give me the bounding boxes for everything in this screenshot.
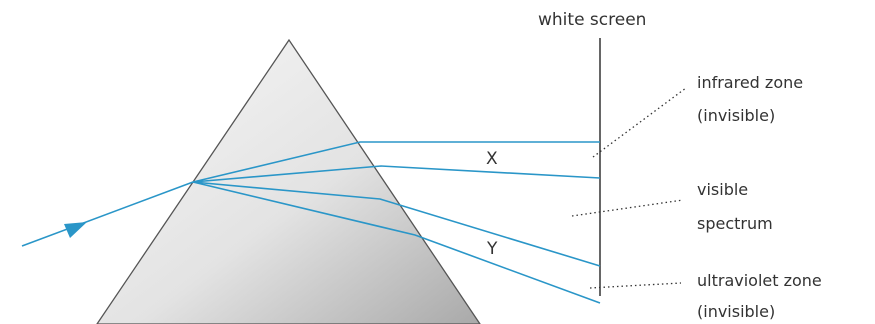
prism	[96, 38, 481, 324]
ray-visible-upper	[192, 165, 601, 183]
leader-visible	[571, 199, 684, 217]
infrared-label-line2: (invisible)	[697, 106, 775, 125]
zone-x-label: X	[486, 149, 498, 169]
leader-lines	[571, 87, 687, 289]
leader-ultraviolet	[589, 282, 682, 289]
ray-top-edge	[192, 141, 600, 183]
zone-y-label: Y	[486, 239, 498, 259]
ray-visible-lower	[192, 181, 601, 267]
ultraviolet-label-line1: ultraviolet zone	[697, 271, 822, 290]
ray-bottom-edge	[192, 181, 601, 304]
infrared-label-line1: infrared zone	[697, 73, 803, 92]
leader-infrared	[592, 87, 687, 158]
incident-ray	[21, 181, 194, 247]
visible-label-line2: spectrum	[697, 214, 773, 233]
direction-arrow-icon	[64, 222, 87, 238]
screen-label: white screen	[538, 10, 646, 30]
light-rays	[21, 141, 601, 304]
ultraviolet-label-line2: (invisible)	[697, 302, 775, 321]
visible-label-line1: visible	[697, 180, 748, 199]
